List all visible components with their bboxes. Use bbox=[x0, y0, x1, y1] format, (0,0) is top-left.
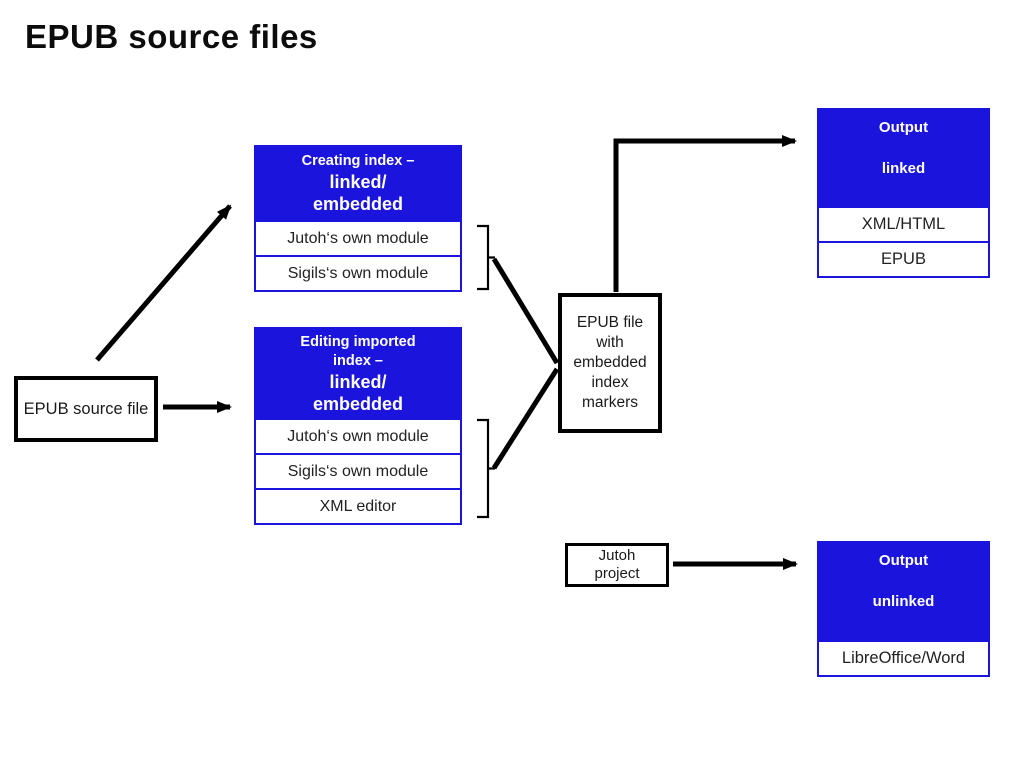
row-label: Sigils‘s own module bbox=[287, 264, 429, 282]
arrow-epubfile-to-output-linked bbox=[613, 135, 797, 292]
bracket-creating-modules bbox=[477, 224, 495, 291]
page-title: EPUB source files bbox=[25, 18, 318, 55]
row-label: Sigils‘s own module bbox=[287, 462, 429, 480]
output-row-epub: EPUB bbox=[819, 241, 988, 276]
editing-index-header: Editing imported index – linked/ embedde… bbox=[256, 329, 460, 418]
row-label: EPUB bbox=[881, 250, 926, 268]
output-title: Output bbox=[878, 552, 929, 569]
node-label: EPUB source file bbox=[23, 400, 149, 418]
row-label: XML/HTML bbox=[861, 215, 946, 233]
output-row-libreoffice-word: LibreOffice/Word bbox=[819, 640, 988, 675]
module-row-jutoh: Jutoh‘s own module bbox=[256, 418, 460, 453]
node-output-linked: Output linked XML/HTML EPUB bbox=[817, 108, 990, 278]
creating-index-header: Creating index – linked/ embedded bbox=[256, 147, 460, 220]
node-epub-source-file: EPUB source file bbox=[14, 376, 158, 442]
header-emphasis: linked/ embedded bbox=[312, 371, 404, 414]
node-editing-index: Editing imported index – linked/ embedde… bbox=[254, 327, 462, 525]
row-label: Jutoh‘s own module bbox=[287, 427, 429, 445]
node-jutoh-project: Jutoh project bbox=[565, 543, 669, 587]
output-mode: linked bbox=[881, 160, 926, 177]
output-mode: unlinked bbox=[872, 593, 935, 610]
module-row-xml-editor: XML editor bbox=[256, 488, 460, 523]
node-creating-index: Creating index – linked/ embedded Jutoh‘… bbox=[254, 145, 462, 292]
row-label: XML editor bbox=[319, 497, 397, 515]
row-label: Jutoh‘s own module bbox=[287, 229, 429, 247]
node-label: EPUB file with embedded index markers bbox=[573, 314, 647, 411]
line-editing-bracket-to-epubfile bbox=[491, 367, 560, 470]
module-row-jutoh: Jutoh‘s own module bbox=[256, 220, 460, 255]
header-emphasis: linked/ embedded bbox=[312, 172, 404, 214]
output-title: Output bbox=[878, 119, 929, 136]
header-line: Editing imported index – bbox=[300, 333, 416, 369]
arrow-source-to-creating bbox=[95, 204, 232, 362]
line-creating-bracket-to-epubfile bbox=[491, 257, 560, 365]
header-line: Creating index – bbox=[301, 153, 415, 169]
module-row-sigil: Sigils‘s own module bbox=[256, 453, 460, 488]
node-epub-file-markers: EPUB file with embedded index markers bbox=[558, 293, 662, 433]
output-linked-header: Output linked bbox=[819, 110, 988, 206]
node-label: Jutoh project bbox=[594, 547, 640, 582]
output-row-xml-html: XML/HTML bbox=[819, 206, 988, 241]
bracket-editing-modules bbox=[477, 418, 495, 519]
node-output-unlinked: Output unlinked LibreOffice/Word bbox=[817, 541, 990, 677]
output-unlinked-header: Output unlinked bbox=[819, 543, 988, 640]
row-label: LibreOffice/Word bbox=[841, 649, 966, 667]
module-row-sigil: Sigils‘s own module bbox=[256, 255, 460, 290]
